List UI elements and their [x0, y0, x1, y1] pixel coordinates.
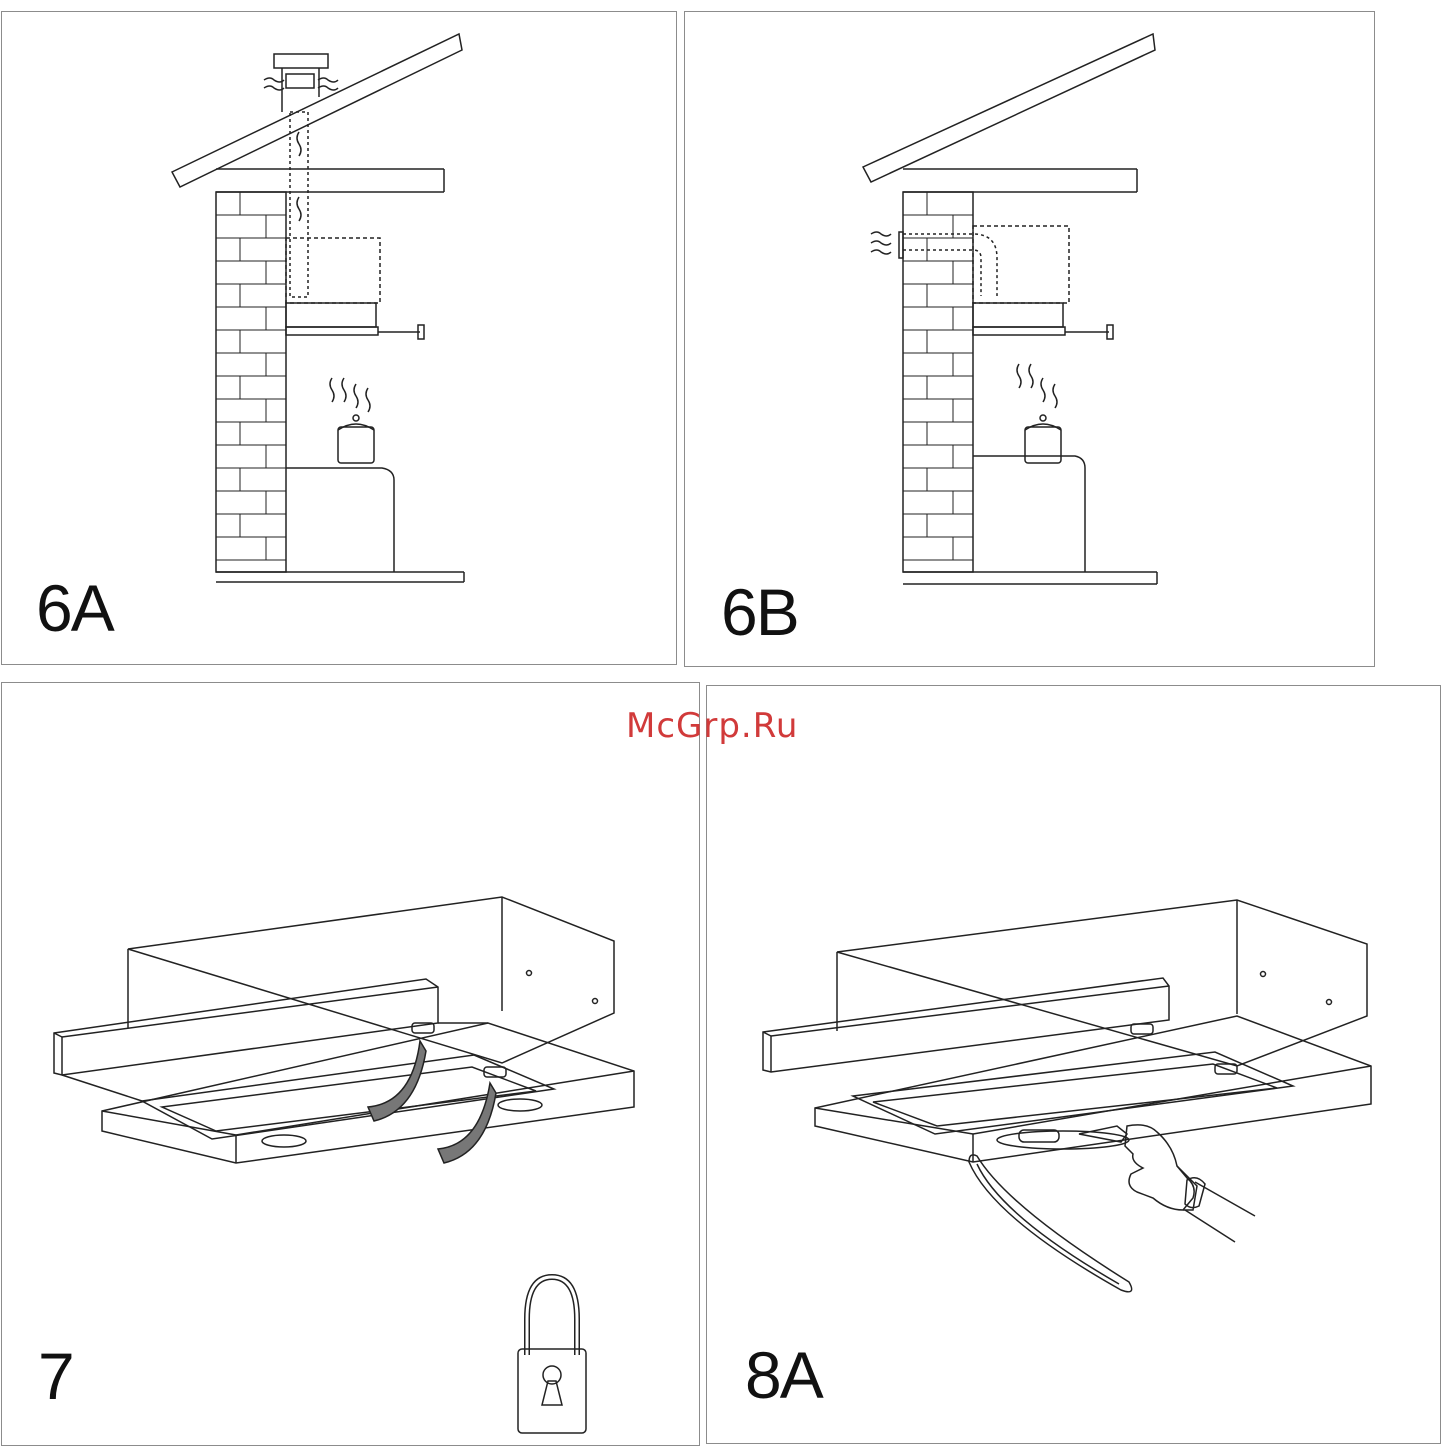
brick-wall	[903, 192, 973, 572]
panel-6b: 6B	[684, 11, 1375, 667]
roof	[863, 34, 1155, 182]
hood-body	[286, 303, 376, 327]
roof	[172, 34, 462, 187]
hood-box	[837, 900, 1367, 1066]
chimney-cap	[274, 54, 328, 68]
duct	[290, 112, 308, 297]
lamp-cover	[969, 1155, 1132, 1292]
panel-label: 6B	[721, 579, 798, 645]
filter-tray	[815, 1016, 1371, 1162]
filter-tray	[102, 1023, 634, 1163]
diagram-7-hood-filters	[2, 683, 701, 1447]
stove	[286, 468, 394, 572]
diagram-8a-lamp-replacement	[707, 686, 1441, 1445]
hood-body	[973, 303, 1063, 327]
diagram-6b-wall-duct	[685, 12, 1376, 668]
hood-box	[128, 897, 614, 1063]
visor	[763, 978, 1169, 1072]
stove	[973, 456, 1085, 572]
brick-wall	[216, 192, 286, 572]
panel-7: 7	[1, 682, 700, 1446]
diagram-6a-chimney-duct	[2, 12, 678, 666]
arrow-icon	[438, 1083, 496, 1163]
pot-icon	[1025, 427, 1061, 463]
pot-icon	[338, 427, 374, 463]
panel-6a: 6A	[1, 11, 677, 665]
cabinet	[286, 238, 380, 303]
visor	[54, 979, 438, 1075]
panel-label: 6A	[36, 575, 113, 641]
panel-label: 7	[38, 1343, 73, 1409]
panel-label: 8A	[745, 1342, 822, 1408]
panel-8a: 8A	[706, 685, 1441, 1444]
duct	[903, 234, 997, 296]
watermark: McGrp.Ru	[626, 706, 798, 746]
padlock-icon	[518, 1277, 586, 1433]
